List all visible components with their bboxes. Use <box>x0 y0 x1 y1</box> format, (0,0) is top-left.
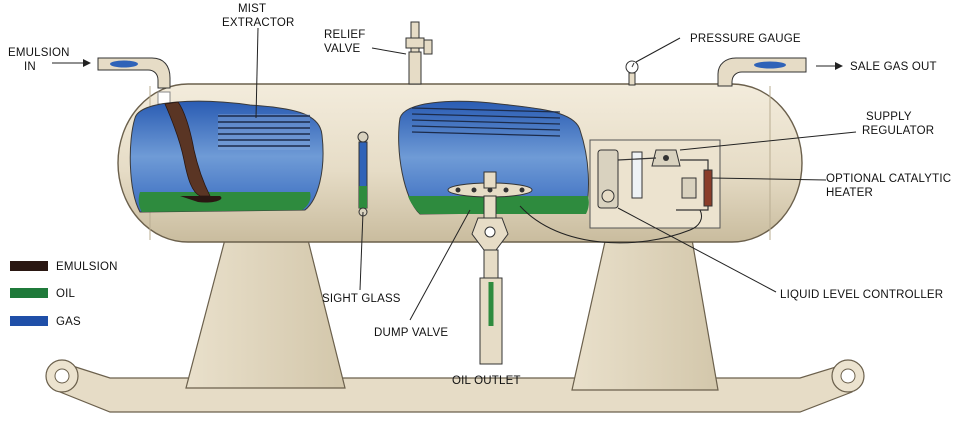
label-catalytic-heater-line1: OPTIONAL CATALYTIC <box>826 173 951 185</box>
label-dump-valve: DUMP VALVE <box>374 327 448 339</box>
left-stand <box>185 227 346 389</box>
control-box <box>589 139 721 229</box>
right-cutaway <box>398 100 589 215</box>
label-supply-regulator-line1: SUPPLY <box>866 111 912 123</box>
legend-swatch-emulsion <box>10 261 48 271</box>
inlet-pipe <box>97 57 171 89</box>
label-liquid-level-controller: LIQUID LEVEL CONTROLLER <box>780 289 943 301</box>
sight-glass <box>357 131 369 217</box>
mist-extractor <box>218 114 310 150</box>
dump-valve <box>447 171 533 251</box>
label-emulsion-in-line2: IN <box>24 61 36 73</box>
label-catalytic-heater-line2: HEATER <box>826 187 873 199</box>
legend-label-gas: GAS <box>56 316 81 328</box>
label-pressure-gauge: PRESSURE GAUGE <box>690 33 801 45</box>
label-mist-extractor-line1: MIST <box>238 3 266 15</box>
catalytic-heater-leader <box>711 177 827 181</box>
pressure-gauge-leader <box>635 37 681 63</box>
control-tubing <box>519 205 703 244</box>
left-cutaway <box>129 100 324 213</box>
mist-extractor-leader <box>255 27 259 119</box>
relief-valve-leader <box>371 47 407 55</box>
pressure-gauge <box>625 60 639 86</box>
oil-outlet-pipe <box>479 249 503 365</box>
gas-outlet-pipe <box>717 57 807 87</box>
label-relief-valve-line1: RELIEF <box>324 29 365 41</box>
sight-glass-leader <box>359 211 364 291</box>
liquid-level-controller-leader <box>617 207 777 293</box>
right-stand <box>571 227 719 391</box>
label-sight-glass: SIGHT GLASS <box>322 293 401 305</box>
label-sale-gas-out: SALE GAS OUT <box>850 61 937 73</box>
legend: EMULSION OIL GAS <box>10 261 118 328</box>
legend-swatch-oil <box>10 288 48 298</box>
legend-label-oil: OIL <box>56 288 76 300</box>
label-mist-extractor-line2: EXTRACTOR <box>222 17 295 29</box>
label-relief-valve-line2: VALVE <box>324 43 360 55</box>
label-oil-outlet: OIL OUTLET <box>452 375 521 387</box>
label-supply-regulator-line2: REGULATOR <box>862 125 934 137</box>
legend-swatch-gas <box>10 316 48 326</box>
label-emulsion-in-line1: EMULSION <box>8 47 70 59</box>
dump-valve-leader <box>409 209 471 321</box>
legend-label-emulsion: EMULSION <box>56 261 118 273</box>
supply-regulator-leader <box>679 131 857 151</box>
relief-valve <box>405 21 433 85</box>
